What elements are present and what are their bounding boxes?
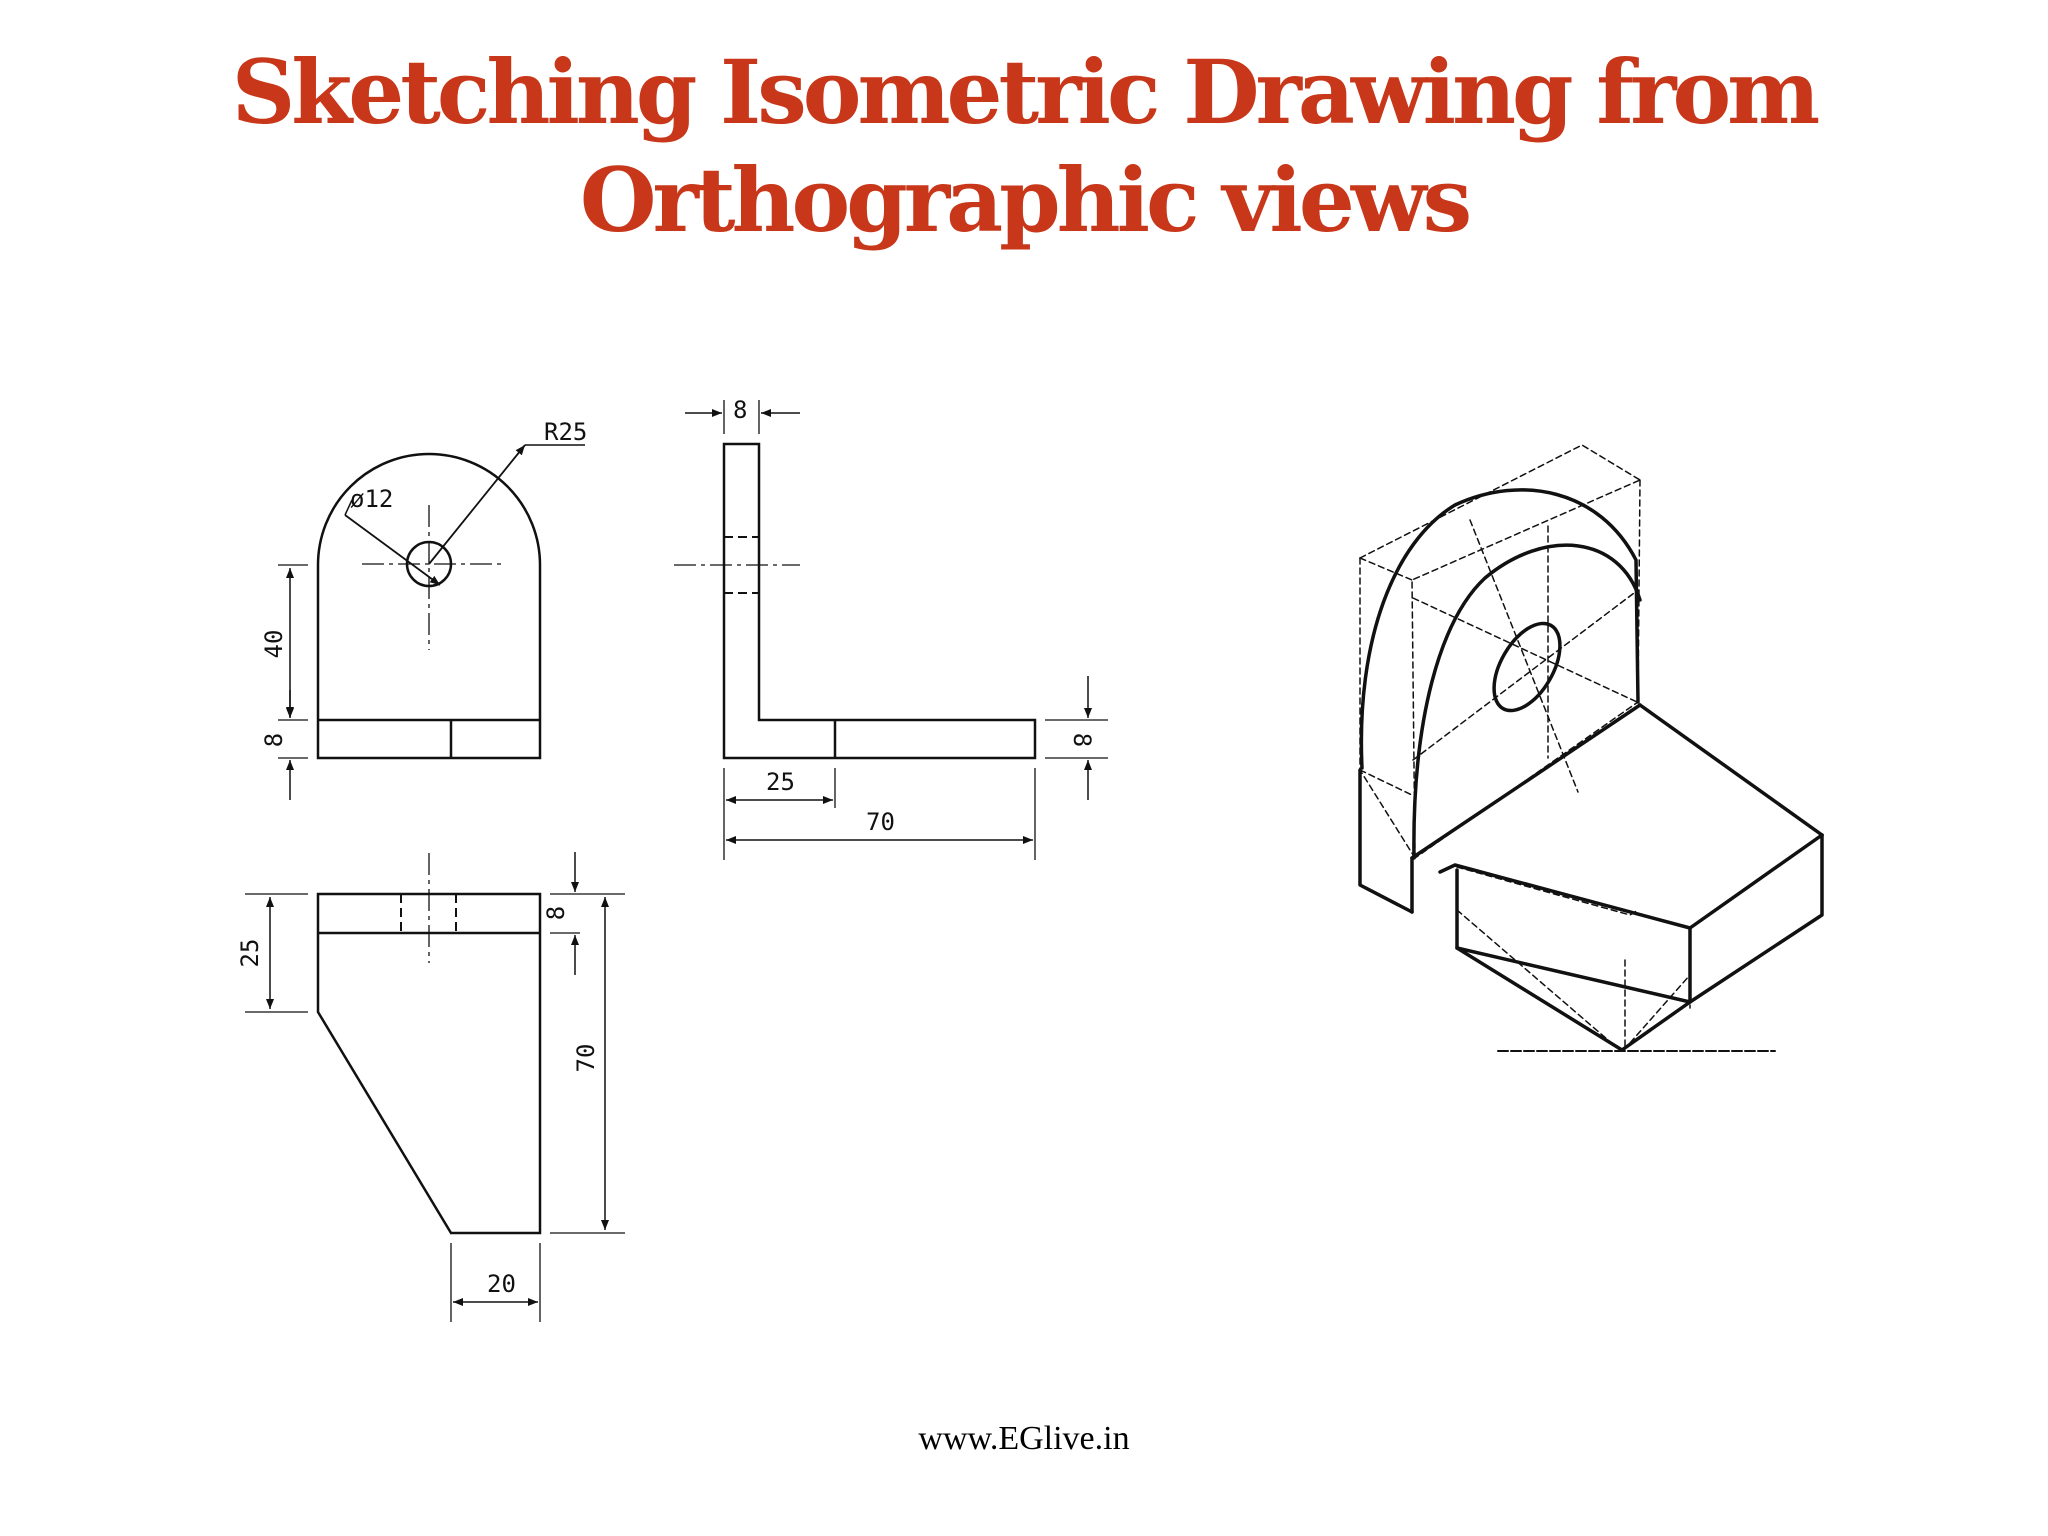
radius-label: R25: [544, 418, 587, 446]
title-line-2: Orthographic views: [579, 148, 1472, 252]
front-view: [278, 444, 585, 800]
iso-base-top-near: [1438, 833, 1824, 930]
iso-base-top-front: [1410, 703, 1642, 860]
top-end-width-label: 20: [487, 1270, 516, 1298]
front-height-label: 40: [260, 630, 288, 659]
iso-base-top-right: [1638, 703, 1824, 837]
front-view-outline: [316, 452, 542, 760]
iso-base-front-face: [1455, 868, 1692, 1004]
top-depth-label: 25: [236, 939, 264, 968]
footer-url[interactable]: www.EGlive.in: [918, 1420, 1130, 1457]
hole-leader: [344, 514, 441, 586]
hole-label: ø12: [350, 485, 393, 513]
side-thickness-label: 8: [733, 396, 747, 424]
side-view-hidden-hole: [724, 536, 759, 594]
radius-leader: [428, 444, 526, 565]
top-length-label: 70: [572, 1044, 600, 1073]
side-view: [674, 400, 1108, 860]
top-thickness-label: 8: [542, 906, 570, 920]
side-base-thickness-label: 8: [1068, 733, 1096, 747]
iso-hole: [1492, 621, 1562, 713]
iso-arc-outer: [1359, 488, 1640, 770]
top-view: [245, 852, 625, 1322]
front-base-label: 8: [260, 733, 288, 747]
iso-base-lower: [1455, 946, 1692, 1052]
top-view-outline: [316, 892, 542, 1235]
side-step-label: 25: [766, 768, 795, 796]
iso-arc-inner: [1412, 543, 1642, 860]
side-length-label: 70: [866, 808, 895, 836]
title-line-1: Sketching Isometric Drawing from: [231, 40, 1821, 144]
slide-title: Sketching Isometric Drawing from Orthogr…: [0, 38, 2048, 254]
isometric-sketch: [1358, 444, 1824, 1053]
iso-wall-left-edge: [1358, 768, 1414, 914]
side-view-outline: [722, 442, 1037, 760]
top-view-hidden-hole: [400, 894, 457, 933]
front-view-centerlines: [362, 505, 505, 650]
isometric-visible-edges: [1358, 488, 1824, 1052]
isometric-construction-lines: [1359, 444, 1691, 1053]
iso-base-right-face: [1688, 833, 1824, 1004]
